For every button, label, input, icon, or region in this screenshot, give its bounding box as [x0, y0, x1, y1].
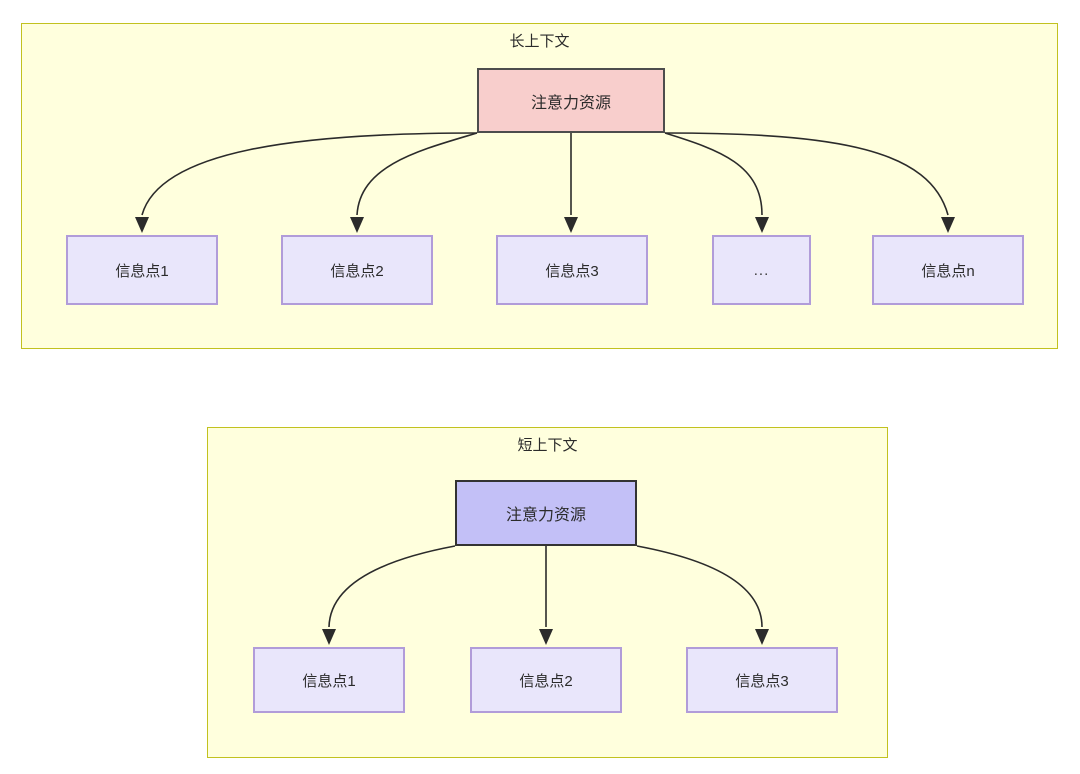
node-attention-resource-long[interactable]: 注意力资源 — [477, 68, 665, 133]
node-info-point-short-3[interactable]: 信息点3 — [686, 647, 838, 713]
node-info-point-short-1-label: 信息点1 — [302, 672, 356, 690]
node-attention-resource-short[interactable]: 注意力资源 — [455, 480, 637, 546]
node-info-point-short-2[interactable]: 信息点2 — [470, 647, 622, 713]
node-info-point-long-ellipsis-label: ... — [753, 261, 770, 279]
node-info-point-long-3-label: 信息点3 — [545, 262, 599, 280]
node-attention-resource-short-label: 注意力资源 — [505, 507, 586, 524]
node-info-point-long-3[interactable]: 信息点3 — [496, 235, 648, 305]
node-info-point-short-2-label: 信息点2 — [519, 672, 573, 690]
node-attention-resource-long-label: 注意力资源 — [530, 94, 611, 112]
node-info-point-long-n[interactable]: 信息点n — [872, 235, 1024, 305]
node-info-point-short-3-label: 信息点3 — [735, 672, 789, 690]
node-info-point-long-ellipsis[interactable]: ... — [712, 235, 811, 305]
node-info-point-long-2[interactable]: 信息点2 — [281, 235, 433, 305]
node-info-point-long-1-label: 信息点1 — [115, 262, 169, 280]
node-info-point-long-n-label: 信息点n — [921, 262, 975, 280]
panel-short-context-title: 短上下文 — [517, 437, 578, 454]
panel-long-context-title: 长上下文 — [509, 33, 570, 50]
node-info-point-short-1[interactable]: 信息点1 — [253, 647, 405, 713]
node-info-point-long-1[interactable]: 信息点1 — [66, 235, 218, 305]
node-info-point-long-2-label: 信息点2 — [330, 262, 384, 280]
